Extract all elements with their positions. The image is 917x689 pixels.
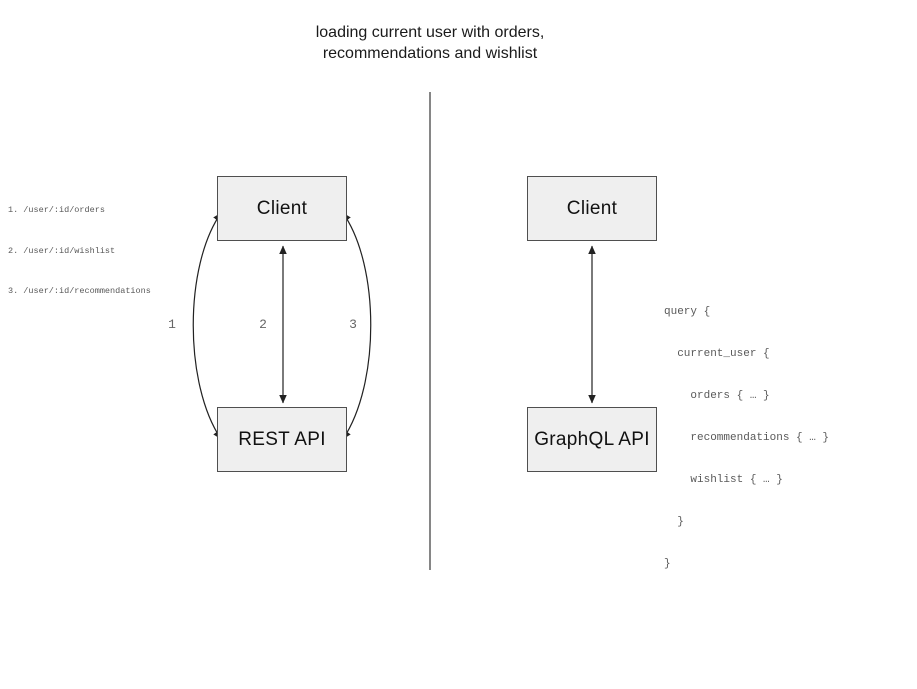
query-line: } bbox=[664, 558, 671, 570]
rest-client-node-label: Client bbox=[256, 197, 308, 219]
rest-endpoint-list: 1. /user/:id/orders 2. /user/:id/wishlis… bbox=[8, 177, 151, 326]
graphql-api-node: GraphQL API bbox=[527, 407, 657, 472]
arrow-label-3: 3 bbox=[349, 317, 357, 332]
diagram-title-line2: recommendations and wishlist bbox=[322, 45, 538, 62]
rest-endpoint-recommendations: 3. /user/:id/recommendations bbox=[8, 286, 151, 296]
query-line: recommendations { … } bbox=[664, 432, 830, 444]
rest-endpoint-orders: 1. /user/:id/orders bbox=[8, 205, 105, 215]
graphql-client-node-label: Client bbox=[566, 197, 618, 219]
rest-arrow-1-curve bbox=[192, 212, 222, 440]
diagram-title: loading current user with orders, recomm… bbox=[180, 22, 680, 64]
query-line: } bbox=[664, 516, 684, 528]
panel-divider-line bbox=[429, 92, 431, 570]
rest-client-node: Client bbox=[217, 176, 347, 241]
query-line: query { bbox=[664, 306, 711, 318]
query-line: wishlist { … } bbox=[664, 474, 783, 486]
diagram-title-line1: loading current user with orders, bbox=[315, 24, 545, 41]
rest-endpoint-wishlist: 2. /user/:id/wishlist bbox=[8, 245, 116, 256]
arrow-label-1: 1 bbox=[168, 317, 176, 332]
rest-api-node-label: REST API bbox=[238, 428, 326, 450]
graphql-api-node-label: GraphQL API bbox=[534, 428, 650, 450]
graphql-query-snippet: query { current_user { orders { … } reco… bbox=[664, 277, 829, 599]
query-line: orders { … } bbox=[664, 390, 770, 402]
rest-api-node: REST API bbox=[217, 407, 347, 472]
query-line: current_user { bbox=[664, 348, 770, 360]
graphql-client-node: Client bbox=[527, 176, 657, 241]
arrow-label-2: 2 bbox=[259, 317, 267, 332]
